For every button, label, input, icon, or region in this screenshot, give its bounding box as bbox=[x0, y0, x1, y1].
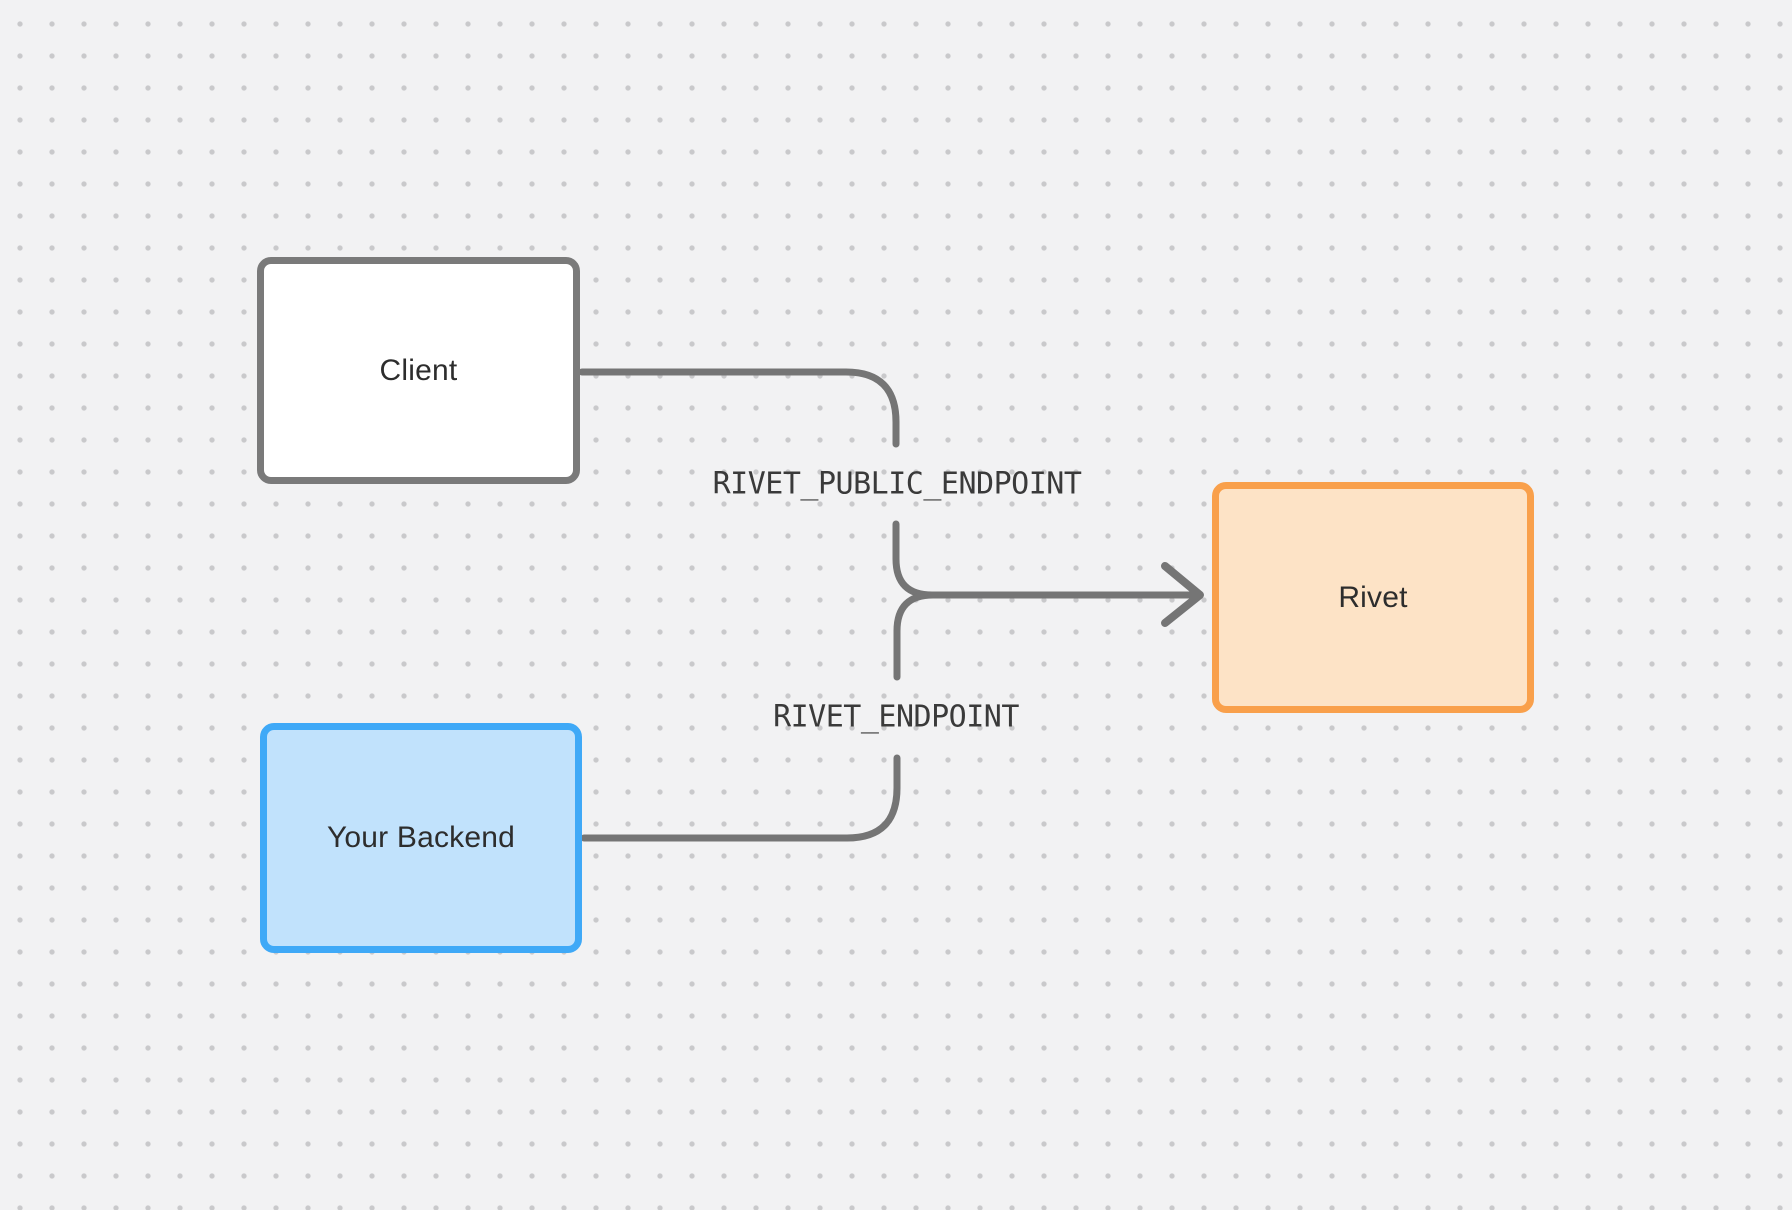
node-your-backend-label: Your Backend bbox=[326, 821, 516, 854]
node-rivet: Rivet bbox=[1212, 482, 1534, 713]
node-your-backend: Your Backend bbox=[260, 723, 582, 953]
connector-backend-upper bbox=[893, 591, 937, 681]
connector-client-lower bbox=[892, 520, 936, 599]
edge-label-rivet-public-endpoint: RIVET_PUBLIC_ENDPOINT bbox=[712, 466, 1082, 502]
node-client: Client bbox=[257, 257, 580, 484]
node-rivet-label: Rivet bbox=[1338, 580, 1408, 614]
arrowhead-icon bbox=[1161, 562, 1204, 627]
connector-backend-lower bbox=[580, 754, 901, 842]
connector-client-upper bbox=[578, 368, 900, 448]
edge-label-rivet-endpoint: RIVET_ENDPOINT bbox=[773, 699, 1019, 735]
node-client-label: Client bbox=[379, 353, 458, 387]
